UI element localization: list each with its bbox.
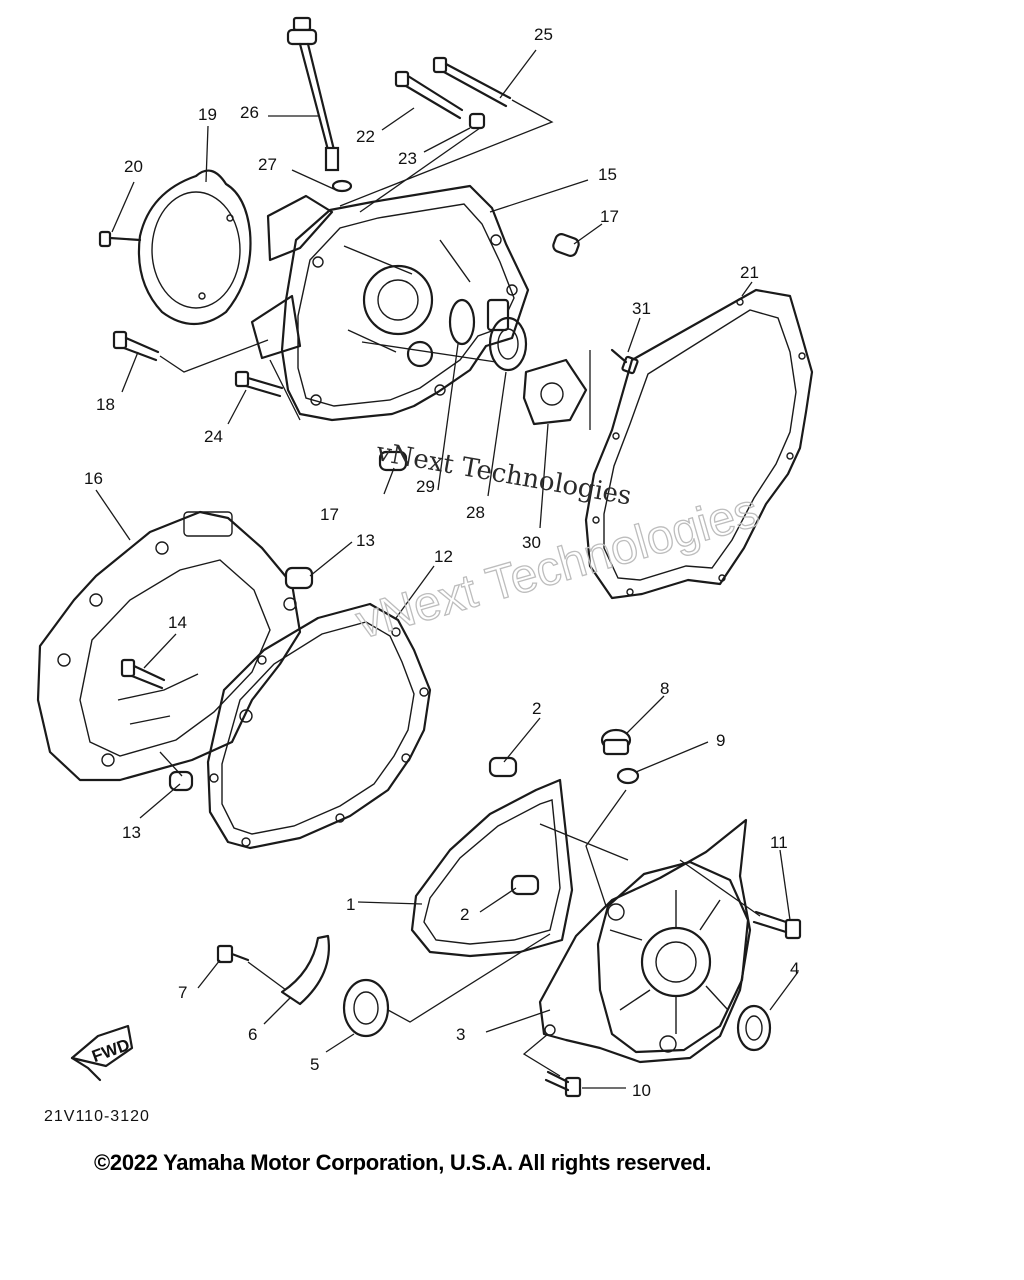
callout-16: 16 xyxy=(84,469,103,488)
callout-9: 9 xyxy=(716,731,725,750)
gasket-left xyxy=(206,602,432,850)
callout-24: 24 xyxy=(204,427,223,446)
bolt xyxy=(752,910,802,940)
callout-6: 6 xyxy=(248,1025,257,1044)
oil-seal xyxy=(448,298,476,346)
callout-2: 2 xyxy=(460,905,469,924)
callout-leaders xyxy=(95,49,799,1089)
dowel-pin xyxy=(168,770,194,792)
callout-8: 8 xyxy=(660,679,669,698)
bolt xyxy=(234,370,284,398)
crankcase-cover-lower xyxy=(538,818,752,1064)
callout-13: 13 xyxy=(122,823,141,842)
callout-29: 29 xyxy=(416,477,435,496)
callout-30: 30 xyxy=(522,533,541,552)
o-ring xyxy=(331,179,353,193)
o-ring xyxy=(616,767,640,785)
dowel-pin xyxy=(552,233,580,257)
washer xyxy=(468,112,486,130)
callout-27: 27 xyxy=(258,155,277,174)
retainer-plate xyxy=(280,934,330,1006)
callout-11: 11 xyxy=(770,833,788,852)
callout-31: 31 xyxy=(632,299,651,318)
watermark-overlay-text: vNext Technologies xyxy=(373,437,634,512)
callout-15: 15 xyxy=(598,165,617,184)
plate xyxy=(522,358,588,426)
bolt xyxy=(98,230,142,248)
callout-4: 4 xyxy=(790,959,799,978)
bolt xyxy=(216,944,250,964)
bolt xyxy=(120,658,166,690)
callout-12: 12 xyxy=(434,547,453,566)
dowel-pin xyxy=(284,566,314,590)
callout-labels: 1 2 2 3 4 5 6 7 8 9 10 11 12 13 13 14 15… xyxy=(84,25,799,1100)
callout-25: 25 xyxy=(534,25,553,44)
callout-2: 2 xyxy=(532,699,541,718)
copyright-notice: ©2022 Yamaha Motor Corporation, U.S.A. A… xyxy=(94,1150,712,1175)
long-bolt xyxy=(432,56,512,108)
bearing xyxy=(488,316,528,372)
callout-22: 22 xyxy=(356,127,375,146)
callout-3: 3 xyxy=(456,1025,465,1044)
callout-23: 23 xyxy=(398,149,417,168)
callout-17: 17 xyxy=(600,207,619,226)
callout-28: 28 xyxy=(466,503,485,522)
callout-17: 17 xyxy=(320,505,339,524)
callout-5: 5 xyxy=(310,1055,319,1074)
round-cover xyxy=(137,169,252,325)
gasket-lower xyxy=(410,778,574,958)
callout-7: 7 xyxy=(178,983,187,1002)
callout-13: 13 xyxy=(356,531,375,550)
long-bolt xyxy=(394,70,464,120)
callout-20: 20 xyxy=(124,157,143,176)
callout-21: 21 xyxy=(740,263,759,282)
dowel-pin xyxy=(510,874,540,896)
bearing xyxy=(342,978,390,1038)
callout-1: 1 xyxy=(346,895,355,914)
oil-seal xyxy=(736,1004,772,1052)
crankcase-cover-upper xyxy=(250,184,530,422)
crankcase-left xyxy=(36,510,302,782)
dowel-pin xyxy=(488,756,518,778)
callout-26: 26 xyxy=(240,103,259,122)
callout-19: 19 xyxy=(198,105,217,124)
bolt xyxy=(610,348,639,375)
dipstick xyxy=(286,16,340,172)
bolt xyxy=(112,330,160,362)
callout-14: 14 xyxy=(168,613,187,632)
diagram-code: 21V110-3120 xyxy=(44,1108,150,1125)
bolt xyxy=(544,1070,582,1098)
drain-plug xyxy=(600,728,632,756)
callout-18: 18 xyxy=(96,395,115,414)
gasket-right xyxy=(584,288,814,600)
fwd-arrow-icon: FWD xyxy=(70,1024,134,1082)
callout-10: 10 xyxy=(632,1081,651,1100)
